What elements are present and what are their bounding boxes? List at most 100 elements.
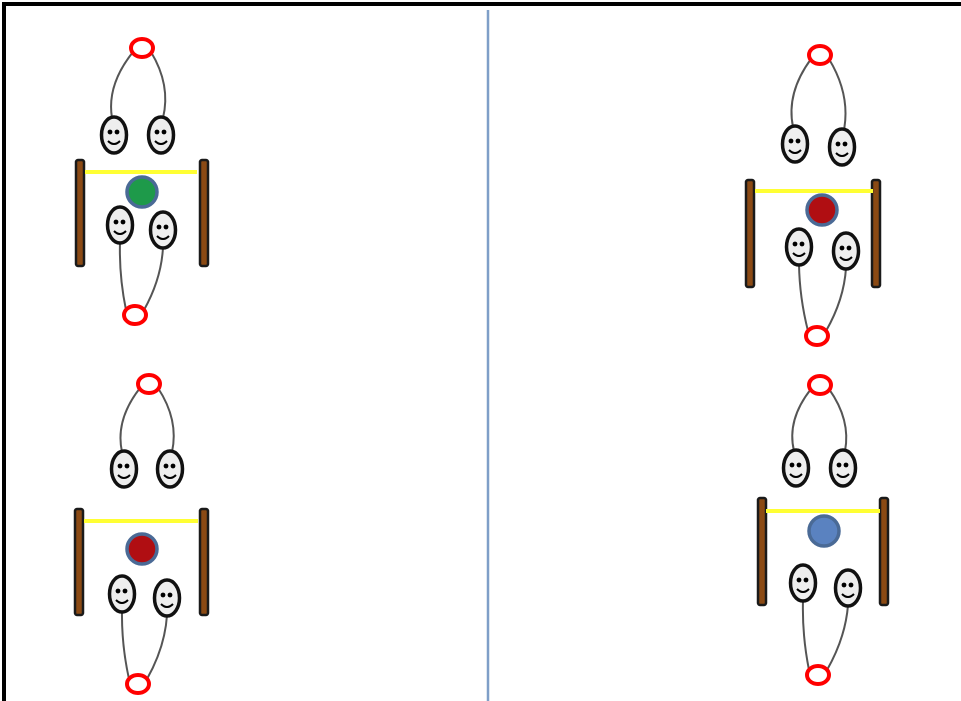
wooden-post-icon xyxy=(744,178,756,289)
formation-bottom-left xyxy=(73,373,210,695)
player-head xyxy=(788,563,818,603)
rope-line xyxy=(150,51,167,119)
rope-line xyxy=(119,387,141,453)
player-smile xyxy=(788,149,802,154)
wooden-post-icon xyxy=(198,507,210,617)
player-head xyxy=(833,568,863,608)
player-eye xyxy=(170,463,176,469)
red-ring-icon xyxy=(122,304,148,326)
player-smile xyxy=(156,235,170,240)
red-ring-icon xyxy=(805,664,831,686)
red-ring-icon xyxy=(136,373,162,395)
player-head xyxy=(109,449,139,489)
player-smile xyxy=(117,474,131,479)
smiley-player-icon xyxy=(831,231,861,271)
wooden-post-icon xyxy=(870,178,882,289)
player-head xyxy=(828,448,858,488)
player-eye xyxy=(796,462,802,468)
player-smile xyxy=(113,230,127,235)
rope-line xyxy=(157,387,175,453)
player-eye xyxy=(120,219,126,225)
player-eye xyxy=(163,224,169,230)
wooden-post-icon xyxy=(198,158,210,268)
player-eye xyxy=(114,129,120,135)
rope-line xyxy=(825,267,847,332)
player-head xyxy=(152,578,182,618)
player-eye xyxy=(156,224,162,230)
rope-line xyxy=(120,610,130,680)
smiley-player-icon xyxy=(152,578,182,618)
rope-line xyxy=(828,388,848,452)
rope-line xyxy=(791,388,812,452)
formation-bottom-right xyxy=(756,374,890,686)
player-head xyxy=(99,115,129,155)
wooden-post-icon xyxy=(756,496,768,607)
player-head xyxy=(781,448,811,488)
player-head xyxy=(105,205,135,245)
player-eye xyxy=(789,462,795,468)
player-eye xyxy=(788,138,794,144)
player-eye xyxy=(117,463,123,469)
player-head xyxy=(107,574,137,614)
player-head xyxy=(831,231,861,271)
rope-line xyxy=(146,614,168,680)
player-eye xyxy=(836,462,842,468)
player-smile xyxy=(836,473,850,478)
rope-line xyxy=(801,599,810,671)
smiley-player-icon xyxy=(105,205,135,245)
red-ring-icon xyxy=(129,37,155,59)
smiley-player-icon xyxy=(833,568,863,608)
player-smile xyxy=(839,256,853,261)
player-smile xyxy=(789,473,803,478)
red-ring-icon xyxy=(804,325,830,347)
smiley-player-icon xyxy=(99,115,129,155)
player-smile xyxy=(107,140,121,145)
player-eye xyxy=(160,592,166,598)
player-smile xyxy=(841,593,855,598)
player-eye xyxy=(841,582,847,588)
player-eye xyxy=(803,577,809,583)
player-head xyxy=(155,449,185,489)
player-eye xyxy=(839,245,845,251)
player-eye xyxy=(835,141,841,147)
player-smile xyxy=(792,252,806,257)
player-smile xyxy=(160,603,174,608)
player-smile xyxy=(154,140,168,145)
smiley-player-icon xyxy=(827,127,857,167)
rope-line xyxy=(110,51,134,119)
player-head xyxy=(827,127,857,167)
player-head xyxy=(146,115,176,155)
panels-layer xyxy=(73,37,890,695)
player-eye xyxy=(167,592,173,598)
smiley-player-icon xyxy=(109,449,139,489)
rope-line xyxy=(798,263,809,332)
player-eye xyxy=(154,129,160,135)
rope-line xyxy=(828,58,847,131)
smiley-player-icon xyxy=(781,448,811,488)
player-eye xyxy=(848,582,854,588)
rope-line xyxy=(118,241,127,311)
player-smile xyxy=(835,152,849,157)
player-eye xyxy=(796,577,802,583)
red-ring-icon xyxy=(125,673,151,695)
smiley-player-icon xyxy=(784,227,814,267)
smiley-player-icon xyxy=(828,448,858,488)
red-ring-icon xyxy=(807,44,833,66)
player-head xyxy=(148,210,178,250)
player-head xyxy=(780,124,810,164)
smiley-player-icon xyxy=(146,115,176,155)
smiley-player-icon xyxy=(788,563,818,603)
wooden-post-icon xyxy=(878,496,890,607)
ball-icon-red xyxy=(125,532,159,566)
smiley-player-icon xyxy=(780,124,810,164)
smiley-player-icon xyxy=(155,449,185,489)
red-ring-icon xyxy=(807,374,833,396)
player-eye xyxy=(846,245,852,251)
ball-icon-blue xyxy=(807,514,841,548)
smiley-player-icon xyxy=(148,210,178,250)
player-smile xyxy=(796,588,810,593)
formation-top-left xyxy=(74,37,210,326)
